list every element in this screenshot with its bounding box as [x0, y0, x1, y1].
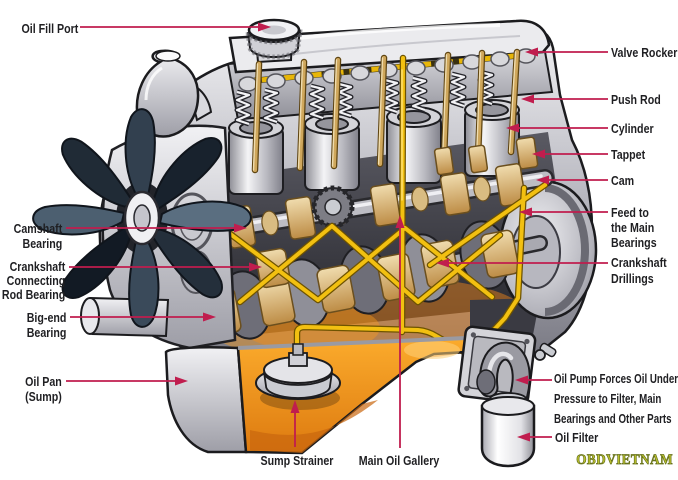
- oil-fill-cap: [245, 18, 303, 64]
- callout-arrowheads: [175, 22, 549, 442]
- label-oil-fill-port: Oil Fill Port: [21, 21, 78, 36]
- camshaft: [201, 163, 554, 249]
- label-camshaft-bearing: Camshaft Bearing: [13, 221, 62, 251]
- watermark-obdvietnam: OBDVIETNAM: [576, 452, 673, 469]
- label-cam: Cam: [611, 173, 635, 188]
- label-feed-main-bearings: Feed to the Main Bearings: [611, 205, 657, 250]
- callout-lines: [66, 26, 608, 448]
- label-cylinder: Cylinder: [611, 121, 654, 136]
- label-crankshaft-drillings: Crankshaft Drillings: [611, 255, 667, 286]
- label-valve-rocker: Valve Rocker: [611, 45, 678, 60]
- label-tappet: Tappet: [611, 147, 646, 162]
- oil-filter-canister: [480, 392, 536, 468]
- cam-lobes: [261, 176, 491, 236]
- label-oil-pan-sump: Oil Pan (Sump): [25, 374, 63, 404]
- label-main-oil-gallery: Main Oil Gallery: [358, 453, 440, 468]
- label-push-rod: Push Rod: [611, 92, 661, 107]
- timing-gear: [311, 185, 355, 229]
- sump-strainer: [255, 343, 341, 410]
- valve-springs: [234, 69, 495, 127]
- label-oil-pump-note: Oil Pump Forces Oil Under Pressure to Fi…: [554, 372, 678, 426]
- push-rods: [251, 48, 521, 174]
- oil-lines: [221, 54, 549, 356]
- wing-bolt: [534, 342, 557, 361]
- label-big-end-bearing: Big-end Bearing: [26, 310, 67, 340]
- label-crankshaft-connecting-rod-bearing: Crankshaft Connecting Rod Bearing: [1, 259, 66, 302]
- cooling-fan: [32, 108, 252, 328]
- label-sump-strainer: Sump Strainer: [260, 453, 334, 468]
- tappets: [433, 136, 539, 176]
- label-oil-filter: Oil Filter: [555, 430, 599, 445]
